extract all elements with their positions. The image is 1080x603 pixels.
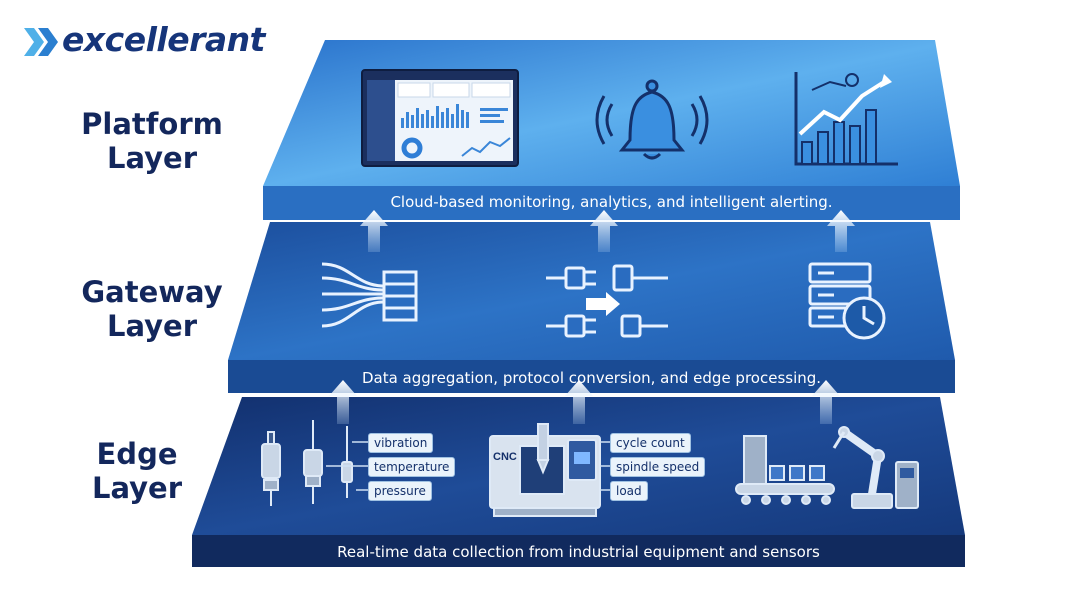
edge-caption: Real-time data collection from industria… <box>337 543 820 561</box>
protocol-conversion-icon <box>546 264 668 338</box>
cnc-machine-icon <box>489 423 601 517</box>
robot-conveyor-icon <box>735 426 919 509</box>
tag-temperature: temperature <box>368 457 456 477</box>
platform-title-line2: Layer <box>106 141 198 175</box>
up-arrow-icon <box>590 210 618 252</box>
platform-caption: Cloud-based monitoring, analytics, and i… <box>390 193 833 211</box>
logo-text: excellerant <box>62 20 265 59</box>
gateway-layer-top <box>228 222 955 360</box>
platform-layer-title: Platform Layer <box>62 107 242 175</box>
up-arrow-icon <box>565 380 593 424</box>
tag-vibration: vibration <box>368 433 434 453</box>
up-arrow-icon <box>360 210 388 252</box>
brand-logo: excellerant <box>22 18 282 62</box>
sensors-icon <box>261 420 353 506</box>
up-arrow-icon <box>812 380 840 424</box>
gateway-title-line1: Gateway <box>81 275 223 309</box>
gateway-layer-title: Gateway Layer <box>62 275 242 343</box>
edge-layer-title: Edge Layer <box>47 437 227 505</box>
tag-cycle-count: cycle count <box>610 433 691 453</box>
data-aggregation-icon <box>321 262 418 328</box>
tag-spindle-speed: spindle speed <box>610 457 706 477</box>
dashboard-icon <box>361 69 519 167</box>
up-arrow-icon <box>329 380 357 424</box>
growth-chart-icon <box>794 72 898 166</box>
platform-title-line1: Platform <box>81 107 223 141</box>
server-clock-icon <box>808 262 886 340</box>
edge-title-line1: Edge <box>96 437 178 471</box>
tag-pressure: pressure <box>368 481 432 501</box>
edge-layer-front <box>192 535 965 567</box>
logo-chevrons-icon <box>24 28 58 56</box>
flow-arrows <box>329 210 855 424</box>
tag-load: load <box>610 481 648 501</box>
up-arrow-icon <box>827 210 855 252</box>
gateway-title-line2: Layer <box>106 309 198 343</box>
gateway-caption: Data aggregation, protocol conversion, a… <box>361 369 822 387</box>
cnc-label: CNC <box>493 451 517 463</box>
bell-icon <box>595 79 709 160</box>
edge-title-line2: Layer <box>91 471 183 505</box>
